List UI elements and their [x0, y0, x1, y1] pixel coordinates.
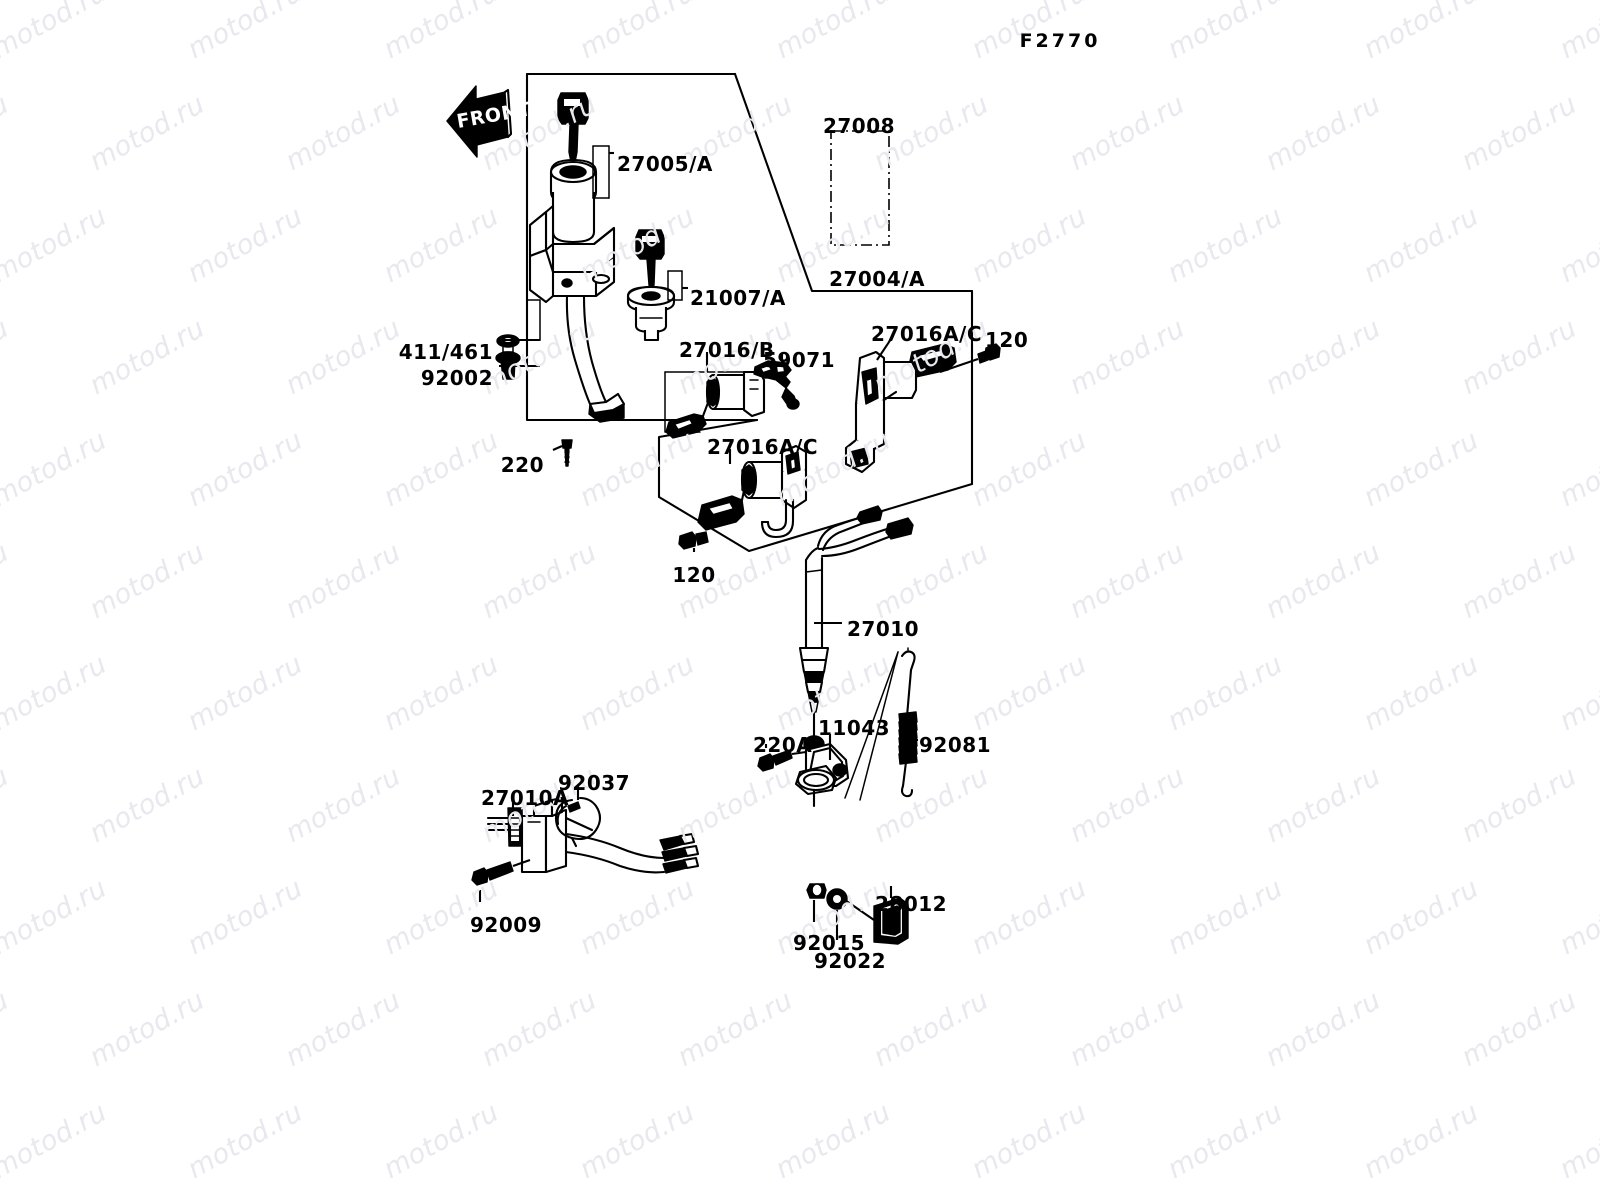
callout-reflector: 28012 — [875, 892, 948, 916]
part-92002-bolt — [495, 351, 521, 380]
part-27010a-switch — [486, 796, 700, 874]
callout-brake-light-switch: 27010A — [481, 786, 570, 810]
part-92037-clamp — [554, 796, 602, 848]
leader-27016ac-upper — [876, 335, 894, 361]
part-220-screw — [552, 439, 573, 467]
callout-bolt: 92002 — [420, 366, 493, 390]
part-27005a-ignition-switch — [528, 92, 626, 423]
callout-lock-cylinder-cap: 21007/A — [690, 286, 786, 310]
part-220a-screw — [757, 744, 807, 772]
key-27005a — [557, 92, 589, 171]
group-outline-27008 — [830, 130, 890, 246]
part-27010-cable — [798, 505, 914, 740]
callout-washer: 411/461 — [398, 340, 493, 364]
leader-27005a — [592, 145, 614, 199]
part-28012-reflector — [844, 886, 909, 945]
callout-lock-assembly-seat: 27016/B — [679, 338, 775, 362]
callout-screw: 220A — [753, 733, 813, 757]
leader-411-461 — [499, 299, 541, 342]
callout-spring: 92081 — [919, 733, 992, 757]
leader-92081 — [844, 651, 918, 799]
part-59071-joint — [753, 360, 792, 379]
callout-key-blank: 27008 — [822, 114, 896, 138]
callout-bolt: 120 — [672, 563, 716, 587]
part-11043-bracket — [794, 735, 850, 808]
leader-21007a — [667, 270, 688, 301]
part-92081-spring — [859, 647, 918, 801]
part-92009-screw — [471, 859, 531, 902]
sheet-code: F2770 — [1019, 30, 1101, 52]
part-120-bolt-lower — [678, 531, 709, 552]
part-120-bolt-upper — [939, 343, 1001, 373]
callout-screw: 92009 — [470, 913, 543, 937]
part-92015-nut — [806, 883, 827, 922]
callout-joint: 59071 — [763, 348, 836, 372]
part-27016b-lock — [665, 365, 800, 439]
callout-lock-assembly-helmet: 27016A/C — [871, 322, 983, 346]
callout-bolt: 120 — [985, 328, 1029, 352]
callout-screw: 220 — [500, 453, 544, 477]
callout-lock-set-assembly: 27004/A — [829, 267, 925, 291]
callout-washer: 92022 — [814, 949, 887, 973]
callout-clamp: 92037 — [558, 771, 631, 795]
callout-switch-cable: 27010 — [847, 617, 920, 641]
part-27016ac-lower — [697, 444, 808, 539]
callout-ignition-switch-with-key: 27005/A — [617, 152, 713, 176]
part-21007a-lock-cap — [626, 229, 676, 342]
callout-nut: 92015 — [793, 931, 866, 955]
part-27016ac-upper — [844, 343, 957, 474]
part-92022-washer — [826, 888, 848, 940]
callout-lock-assembly-helmet-2: 27016A/C — [707, 435, 819, 459]
callout-bracket: 11043 — [818, 716, 891, 740]
